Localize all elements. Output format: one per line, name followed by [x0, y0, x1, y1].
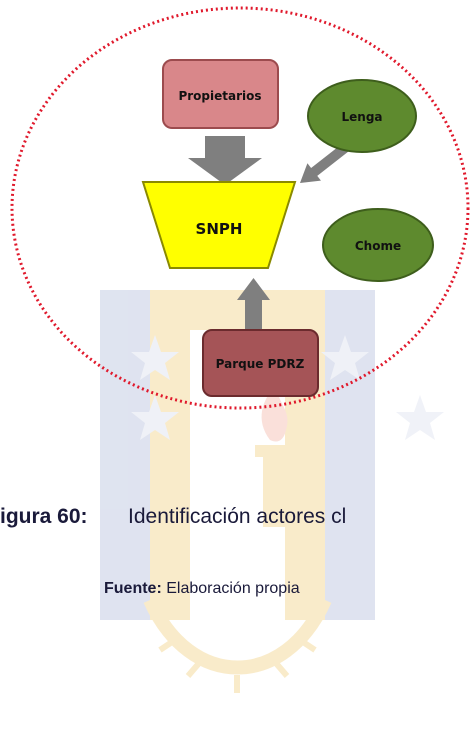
node-propietarios-label: Propietarios	[178, 89, 261, 103]
watermark-star-icon	[131, 395, 179, 440]
arrow-parque-snph	[237, 278, 270, 330]
figure-source: Fuente: Elaboración propia	[104, 580, 300, 600]
node-lenga	[307, 79, 417, 153]
watermark-blue-stripe	[100, 290, 150, 620]
node-snph-label: SNPH	[196, 220, 243, 238]
figure-title: Identificación actores cl	[128, 505, 347, 528]
watermark-torch-icon	[263, 457, 287, 527]
boundary-ellipse	[10, 6, 470, 410]
arrow-lenga-snph	[300, 140, 352, 183]
node-chome	[322, 208, 434, 282]
arrow-propietarios-snph	[188, 136, 262, 185]
node-parque-pdrz-label: Parque PDRZ	[216, 357, 305, 371]
node-propietarios	[162, 59, 279, 129]
watermark-star-icon	[131, 335, 179, 380]
node-snph	[141, 181, 297, 269]
watermark-gold-band	[150, 330, 190, 620]
figure-caption: igura 60: Identificación actores cl	[0, 505, 472, 535]
figure-number: igura 60:	[0, 505, 88, 528]
watermark-laurel-icon	[158, 637, 317, 693]
source-text: Elaboración propia	[161, 580, 300, 597]
actors-diagram: Propietarios Lenga SNPH Chome Parque PDR…	[10, 6, 470, 410]
watermark-star-icon	[396, 395, 444, 440]
watermark-star-icon	[321, 335, 369, 380]
watermark-flame-icon	[261, 385, 288, 442]
watermark-laurel-icon	[143, 597, 332, 675]
node-chome-label: Chome	[355, 239, 401, 253]
node-lenga-label: Lenga	[341, 110, 382, 124]
watermark-gold-band	[150, 290, 325, 330]
source-label: Fuente:	[104, 580, 162, 597]
node-parque-pdrz	[202, 329, 319, 397]
watermark-torch-icon	[255, 445, 295, 457]
watermark-blue-stripe	[325, 290, 375, 620]
